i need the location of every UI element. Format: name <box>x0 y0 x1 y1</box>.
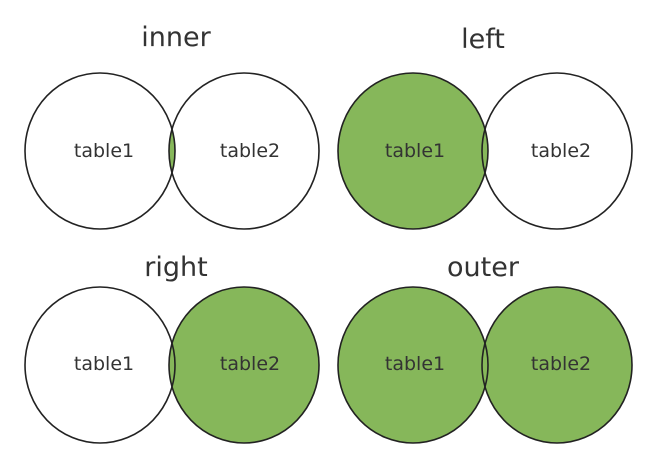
venn-right-circle-filled <box>169 287 319 443</box>
left-set-label: table1 <box>385 140 445 162</box>
panel-title: right <box>144 252 207 283</box>
venn-right-circle <box>482 73 632 229</box>
venn-right-circle-filled <box>482 287 632 443</box>
right-set-label: table2 <box>531 140 591 162</box>
venn-panel-right: right table1 table2 <box>24 252 320 444</box>
venn-right-circle <box>169 73 319 229</box>
venn-left-circle <box>25 287 175 443</box>
right-set-label: table2 <box>531 353 591 375</box>
venn-panel-inner: inner table1 table2 <box>24 22 320 230</box>
venn-left-circle-filled <box>338 287 488 443</box>
left-set-label: table1 <box>385 353 445 375</box>
panel-title: outer <box>447 252 520 283</box>
left-set-label: table1 <box>74 353 134 375</box>
left-set-label: table1 <box>74 140 134 162</box>
panel-title: inner <box>141 22 211 53</box>
venn-panel-left: left table1 table2 <box>337 24 633 230</box>
panel-title: left <box>461 24 505 55</box>
venn-panel-outer: outer table1 table2 <box>337 252 633 444</box>
venn-left-circle <box>25 73 175 229</box>
right-set-label: table2 <box>220 353 280 375</box>
right-set-label: table2 <box>220 140 280 162</box>
venn-left-circle-filled <box>338 73 488 229</box>
